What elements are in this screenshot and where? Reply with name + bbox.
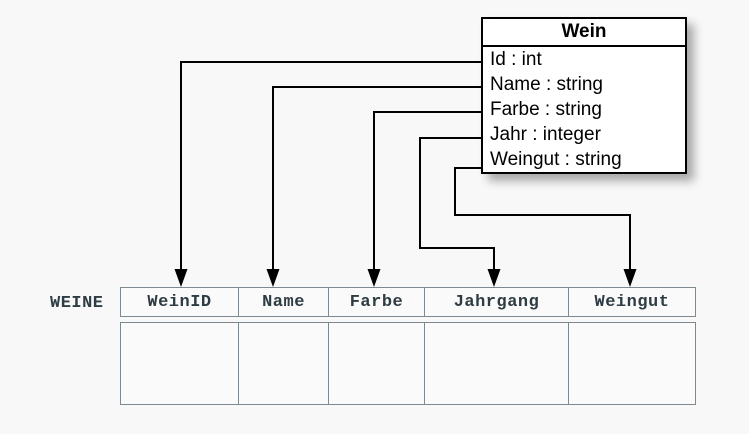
uml-attribute-row: Farbe : string [490, 99, 602, 120]
table-cell[interactable] [239, 323, 329, 404]
connector-arrowheads [174, 269, 637, 287]
mapping-connector [180, 61, 481, 270]
uml-attribute-row: Weingut : string [490, 149, 622, 170]
column-header-weinid[interactable]: WeinID [121, 288, 239, 316]
column-header-farbe[interactable]: Farbe [329, 288, 425, 316]
connector-paths [180, 61, 631, 270]
table-header-row: WeinID Name Farbe Jahrgang Weingut [120, 287, 696, 317]
uml-attribute-row: Name : string [490, 74, 603, 95]
column-header-name[interactable]: Name [239, 288, 329, 316]
arrowhead-icon [487, 269, 501, 287]
arrowhead-icon [623, 269, 637, 287]
column-header-jahrgang[interactable]: Jahrgang [425, 288, 569, 316]
arrowhead-icon [174, 269, 188, 287]
mapping-connector [454, 167, 631, 270]
uml-class-box-wein[interactable]: Wein Id : int Name : string Farbe : stri… [481, 17, 687, 174]
uml-attribute-row: Jahr : integer [490, 124, 601, 145]
table-name-label: WEINE [50, 294, 104, 313]
arrowhead-icon [266, 269, 280, 287]
mapping-connector [373, 111, 481, 270]
table-cell[interactable] [425, 323, 569, 404]
table-cell[interactable] [121, 323, 239, 404]
mapping-connector [272, 86, 481, 270]
relational-table-weine: WeinID Name Farbe Jahrgang Weingut [120, 287, 696, 405]
table-cell[interactable] [569, 323, 695, 404]
arrowhead-icon [367, 269, 381, 287]
uml-attribute-list: Id : int Name : string Farbe : string Ja… [483, 47, 685, 172]
table-cell[interactable] [329, 323, 425, 404]
column-header-weingut[interactable]: Weingut [594, 292, 670, 312]
table-body-row [120, 322, 696, 405]
uml-attribute-row: Id : int [490, 49, 542, 70]
mapping-connector [419, 137, 495, 270]
uml-class-title: Wein [483, 19, 685, 47]
